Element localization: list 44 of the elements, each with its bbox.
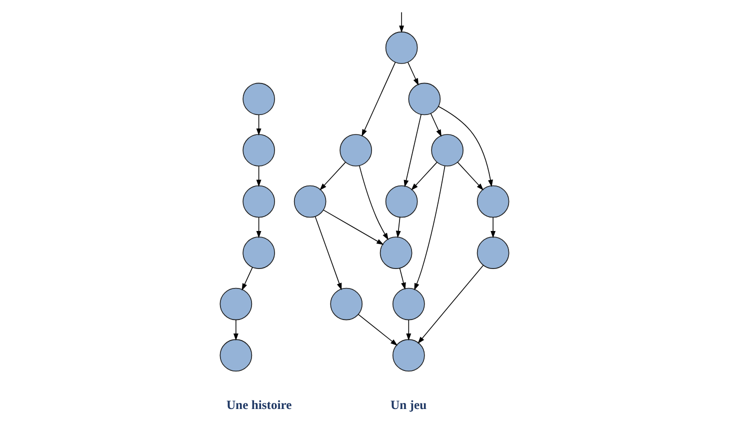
arrow: [406, 320, 412, 341]
arrow: [396, 216, 401, 238]
arrow: [399, 268, 406, 290]
arrow: [242, 267, 253, 291]
arrow: [430, 113, 442, 137]
node-circle: [392, 339, 425, 372]
node-circle: [408, 82, 441, 116]
node-circle: [392, 288, 425, 320]
arrow: [414, 166, 446, 290]
node-circle: [220, 339, 252, 372]
arrow: [233, 320, 238, 341]
node-circle: [294, 185, 326, 218]
arrow: [362, 62, 396, 137]
node-circle: [476, 185, 510, 218]
node-circle: [476, 236, 510, 269]
node-circle: [220, 288, 252, 320]
arrow: [320, 162, 346, 190]
arrow: [408, 62, 419, 86]
node-circle: [242, 185, 275, 218]
node-circle: [385, 185, 418, 218]
label: Une histoire: [226, 398, 292, 412]
node-circle: [330, 288, 363, 320]
arrow: [490, 217, 496, 238]
label: Un jeu: [390, 398, 427, 412]
arrow: [323, 210, 384, 245]
arrow: [256, 166, 262, 187]
node-circle: [242, 134, 275, 166]
arrow: [314, 216, 342, 290]
arrow: [457, 162, 484, 190]
arrow: [256, 217, 262, 238]
arrow: [411, 162, 438, 190]
node-circle: [242, 236, 275, 269]
node-circle: [380, 236, 412, 269]
arrow: [256, 114, 262, 136]
arrow: [359, 165, 388, 240]
node-circle: [340, 134, 372, 166]
node-circle: [242, 82, 275, 116]
arrow: [358, 314, 398, 346]
arrow: [399, 12, 404, 33]
arrow: [404, 114, 422, 188]
arrow: [418, 264, 484, 344]
node-circle: [431, 134, 464, 166]
arrow: [438, 106, 493, 187]
node-circle: [385, 32, 418, 64]
